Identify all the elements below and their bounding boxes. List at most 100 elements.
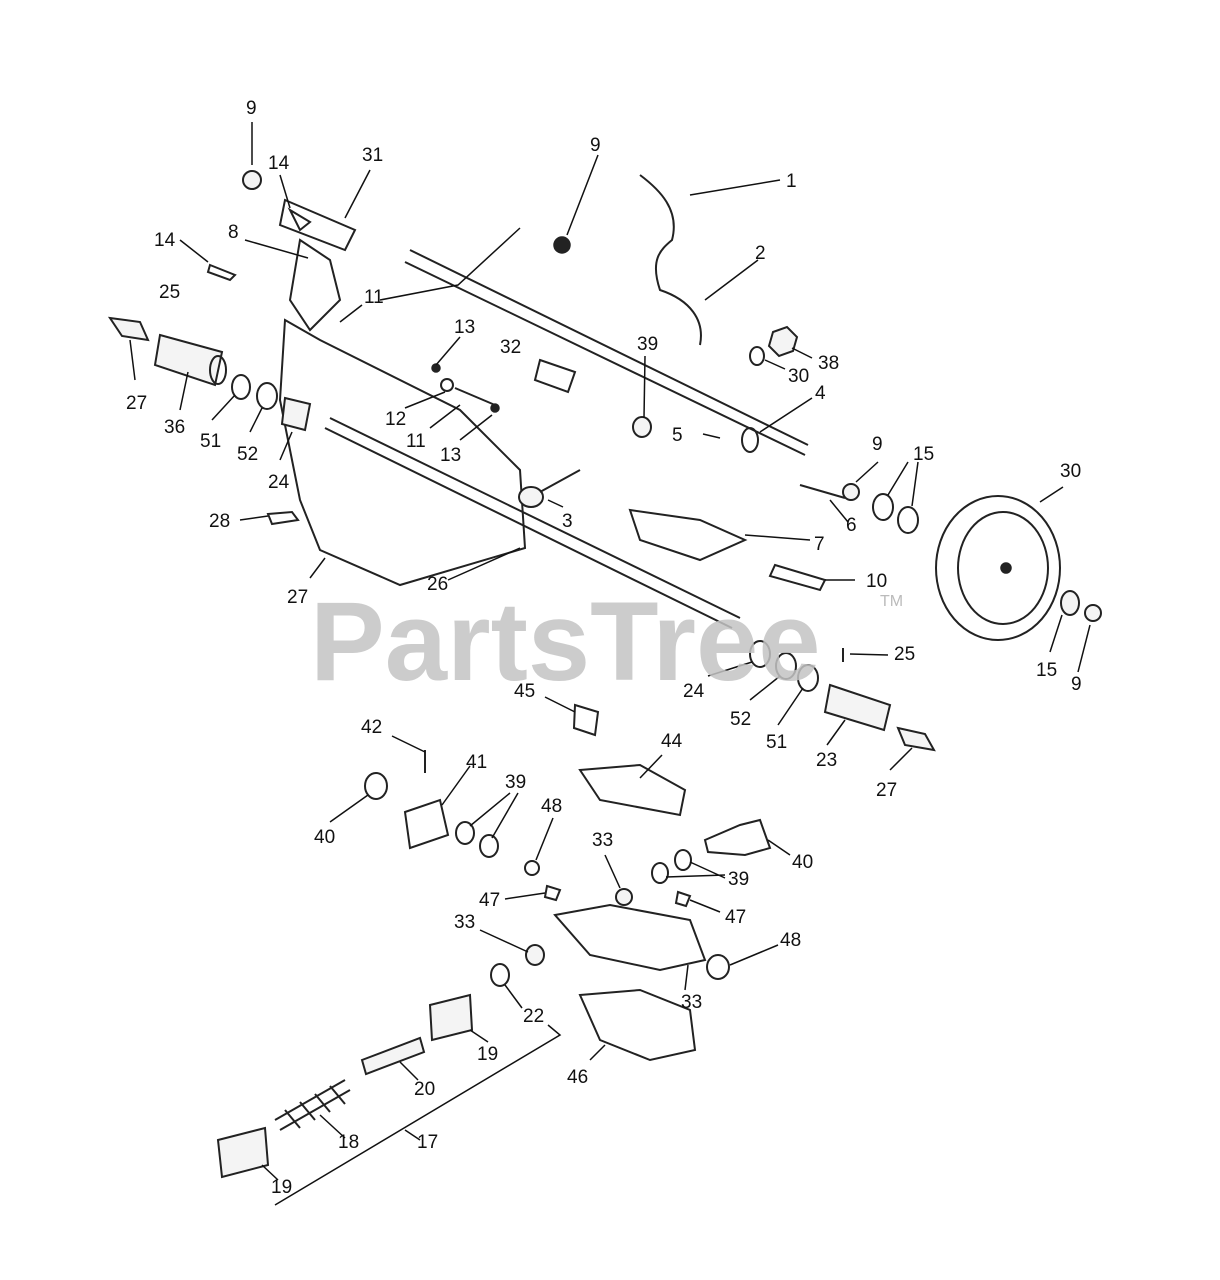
callout-10: 10 — [866, 571, 887, 592]
part-13-nut-upper — [431, 363, 441, 373]
callout-17: 17 — [417, 1132, 438, 1153]
callout-37: 39 — [637, 334, 658, 355]
callout-9-top: 9 — [246, 98, 257, 119]
part-47-screw-right — [674, 890, 692, 908]
part-19-block-lower — [216, 1126, 270, 1179]
callout-40: 40 — [314, 827, 335, 848]
part-33-bearing-b — [525, 944, 545, 966]
callout-14-upper: 14 — [268, 153, 290, 174]
part-48-bearing-upper — [524, 860, 540, 876]
part-26-axle — [324, 417, 741, 629]
callout-27: 27 — [287, 587, 308, 608]
callout-34: 36 — [164, 417, 185, 438]
part-39-gear-shaft — [703, 818, 772, 857]
part-30-wheel-rim — [957, 511, 1049, 625]
callout-9-wheel: 9 — [1071, 674, 1082, 695]
part-34-bushing-end — [209, 355, 227, 385]
callout-22: 23 — [816, 750, 837, 771]
part-7-clamp — [628, 508, 748, 562]
callout-29: 30 — [788, 366, 809, 387]
part-9-nut-right — [842, 483, 860, 501]
callout-36: 38 — [818, 353, 839, 374]
callout-28: 28 — [209, 511, 230, 532]
callout-38-left: 39 — [505, 772, 526, 793]
callout-13-lower: 13 — [440, 445, 461, 466]
callout-33-upper: 33 — [592, 830, 613, 851]
part-9-nut-top — [242, 170, 262, 190]
callout-26: 26 — [427, 574, 448, 595]
part-22-bushing — [823, 683, 892, 732]
callout-11-upper: 11 — [364, 287, 384, 308]
callout-8: 8 — [228, 222, 239, 243]
part-38-washer-c — [651, 862, 669, 884]
callout-46: 45 — [514, 681, 535, 702]
watermark-tm: TM — [880, 593, 903, 610]
callout-19-lower: 19 — [271, 1177, 292, 1198]
callout-9-right: 9 — [872, 434, 883, 455]
part-4-shaft — [404, 249, 809, 456]
callout-6: 6 — [846, 515, 857, 536]
callout-24-left: 24 — [268, 472, 290, 493]
part-10-key — [768, 563, 827, 592]
callout-48-lower: 48 — [780, 930, 801, 951]
callout-18: 18 — [338, 1132, 359, 1153]
part-gearcase-upper — [553, 903, 707, 972]
callout-3: 3 — [562, 511, 573, 532]
part-9-nut-shaft — [553, 236, 571, 254]
part-9-nut-wheel — [1084, 604, 1102, 622]
watermark-text: PartsTree — [310, 579, 821, 704]
part-18-spring — [274, 1079, 351, 1131]
part-52-washer-right — [775, 652, 797, 680]
part-52-washer-left — [256, 382, 278, 410]
callout-42: 42 — [361, 717, 382, 738]
part-44-cover — [578, 763, 687, 817]
part-38-washer-d — [674, 849, 692, 871]
callout-labels: 9 14 31 9 1 2 8 14 25 11 13 32 39 38 30 … — [126, 98, 1082, 1198]
callout-19-upper: 19 — [477, 1044, 498, 1065]
callout-41: 41 — [466, 752, 487, 773]
part-4-shaft-end — [741, 427, 759, 453]
callout-21: 22 — [523, 1006, 544, 1027]
part-40-washer — [364, 772, 388, 800]
part-20-bar — [360, 1036, 426, 1076]
callout-51-left: 51 — [200, 431, 221, 452]
parts-drawing — [107, 170, 1102, 1179]
part-24-spacer-right — [749, 640, 771, 668]
callout-33-left: 33 — [454, 912, 475, 933]
callout-23-right: 25 — [894, 644, 915, 665]
callout-12: 12 — [385, 409, 406, 430]
part-6-pin — [799, 484, 846, 499]
part-15-washer-a — [872, 493, 894, 521]
part-24-spacer-left — [280, 396, 312, 432]
callout-30: 30 — [1060, 461, 1081, 482]
part-32-plate — [278, 198, 357, 252]
part-38-washer-b — [479, 834, 499, 858]
part-28-bolt — [266, 510, 300, 526]
part-21-washer — [490, 963, 510, 987]
part-38-washer-a — [455, 821, 475, 845]
part-29-washer — [749, 346, 765, 366]
part-3-bolt-head — [518, 486, 544, 508]
callout-4: 4 — [815, 383, 826, 404]
callout-1: 1 — [786, 171, 797, 192]
part-19-block-upper — [428, 993, 474, 1042]
leader-lines — [129, 122, 1091, 1206]
part-45-gearcase-lower — [578, 988, 697, 1062]
callout-15-right: 15 — [913, 444, 934, 465]
part-15-washer-c — [1060, 590, 1080, 616]
part-31-spacer — [533, 358, 577, 394]
callout-47-left: 47 — [479, 890, 500, 911]
part-13-nut-lower — [490, 403, 500, 413]
part-25-fitting-right — [896, 726, 936, 752]
part-15-washer-b — [897, 506, 919, 534]
part-14-pin-upper — [287, 207, 312, 232]
callout-32: 31 — [362, 145, 383, 166]
callout-44: 44 — [661, 731, 683, 752]
part-47-screw-left — [543, 884, 562, 902]
callout-38-right: 39 — [728, 869, 749, 890]
part-46-coupler — [572, 703, 600, 737]
callout-25-right: 27 — [876, 780, 897, 801]
part-36-hex-nut — [767, 325, 799, 358]
part-1-housing — [639, 174, 702, 346]
